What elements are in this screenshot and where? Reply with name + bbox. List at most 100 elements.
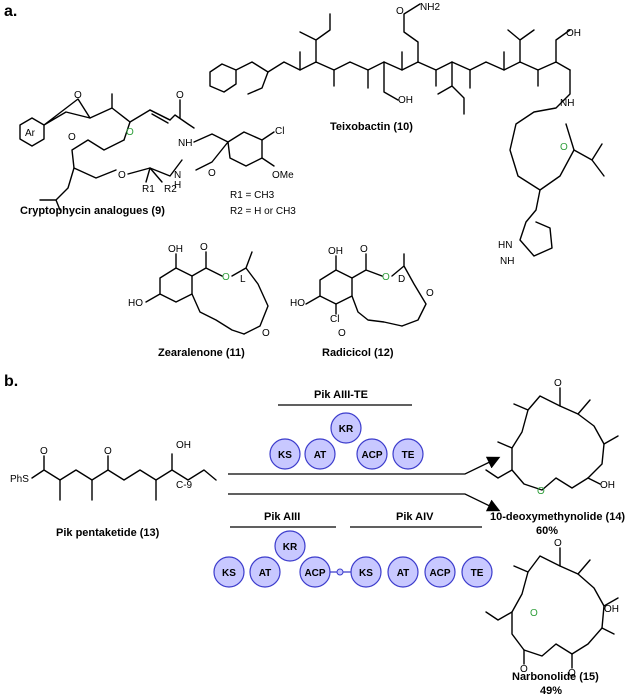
product-14-label: 10-deoxymethynolide (14) (490, 511, 625, 523)
docking-linker (330, 568, 351, 576)
domain-ks-top: KS (269, 438, 301, 470)
atom-ring-ester-o: O (560, 142, 568, 153)
atom-r-oh: OH (328, 246, 343, 257)
svg-text:AT: AT (397, 568, 410, 579)
atom-r-carbonyl-o: O (360, 244, 368, 255)
atom-z-l: L (240, 274, 246, 285)
svg-text:TE: TE (471, 568, 484, 579)
product-15-yield: 49% (540, 685, 562, 697)
domain-acp-bottom-2: ACP (424, 556, 456, 588)
atom-p15-ketone-o: O (554, 538, 562, 549)
atom-r-cl: Cl (330, 314, 339, 325)
zearalenone-label: Zearalenone (11) (158, 347, 245, 359)
panel-b-label: b. (4, 373, 18, 390)
atom-ester-o2: O (118, 170, 126, 181)
atom-ser2-oh: OH (566, 28, 581, 39)
atom-z-ho: HO (128, 298, 143, 309)
domain-at-bottom-2: AT (387, 556, 419, 588)
atom-phs: PhS (10, 474, 29, 485)
domain-kr-bottom: KR (274, 530, 306, 562)
svg-text:KS: KS (359, 568, 373, 579)
domain-te-bottom-2: TE (461, 556, 493, 588)
atom-r-ho: HO (290, 298, 305, 309)
atom-thioester-o: O (40, 446, 48, 457)
atom-z-ketone-o: O (262, 328, 270, 339)
teixobactin-structure: NH2 O OH OH NH O HN NH (209, 2, 605, 267)
atom-n: N (174, 170, 181, 181)
atom-nh2: NH2 (420, 2, 440, 13)
svg-text:ACP: ACP (304, 568, 325, 579)
atom-ser-oh: OH (398, 95, 413, 106)
atom-c9-oh: OH (176, 440, 191, 451)
domain-te-top: TE (392, 438, 424, 470)
radicicol-label: Radicicol (12) (322, 347, 394, 359)
atom-h: H (174, 180, 181, 191)
zearalenone-structure: OH HO O O L O (128, 242, 270, 339)
atom-ring-nh: NH (560, 98, 574, 109)
pentaketide-structure: PhS O O OH C-9 (10, 440, 217, 501)
pentaketide-label: Pik pentaketide (13) (56, 527, 160, 539)
cryptophycin-label: Cryptophycin analogues (9) (20, 205, 165, 217)
radicicol-structure: OH HO Cl O O D O O (290, 244, 434, 339)
svg-text:KS: KS (278, 450, 292, 461)
atom-r-epoxide-o: O (426, 288, 434, 299)
domain-kr-top: KR (330, 412, 362, 444)
atom-z-ester-o: O (222, 272, 230, 283)
atom-nh: NH (178, 138, 192, 149)
svg-text:KR: KR (283, 542, 298, 553)
atom-r2: R2 (164, 184, 177, 195)
domain-ks-bottom-2: KS (350, 556, 382, 588)
product-14-structure: O O OH (485, 378, 619, 497)
atom-p14-oh: OH (600, 480, 615, 491)
r2-definition: R2 = H or CH3 (230, 206, 296, 217)
svg-text:ACP: ACP (429, 568, 450, 579)
atom-gln-o: O (396, 6, 404, 17)
atom-amide-o2: O (208, 168, 216, 179)
atom-amide-o: O (176, 90, 184, 101)
atom-z-carbonyl-o: O (200, 242, 208, 253)
product-15-label: Narbonolide (15) (512, 671, 599, 683)
atom-epoxide-o: O (74, 90, 82, 101)
atom-c9-label: C-9 (176, 480, 193, 491)
pik-aiv-domains: KS AT ACP TE (350, 556, 493, 588)
pik-aiii-te-domains: KR KS AT ACP TE (269, 412, 424, 470)
svg-text:KR: KR (339, 424, 354, 435)
product-14-yield: 60% (536, 525, 558, 537)
domain-at-bottom-1: AT (249, 556, 281, 588)
pik-aiii-label: Pik AIII (264, 511, 300, 523)
atom-ar: Ar (25, 128, 36, 139)
pik-aiv-label: Pik AIV (396, 511, 434, 523)
atom-p14-ketone-o: O (554, 378, 562, 389)
panel-a-label: a. (4, 3, 17, 20)
svg-text:KS: KS (222, 568, 236, 579)
teixobactin-label: Teixobactin (10) (330, 121, 413, 133)
svg-text:TE: TE (402, 450, 415, 461)
atom-guanidine-nh: NH (500, 256, 514, 267)
pik-aiii-te-label: Pik AIII-TE (314, 389, 368, 401)
atom-p15-ketone2-o: O (568, 668, 576, 679)
r1-definition: R1 = CH3 (230, 190, 275, 201)
svg-text:AT: AT (259, 568, 272, 579)
product-15-structure: O O O O OH (485, 538, 619, 679)
atom-r-ester-o: O (382, 272, 390, 283)
atom-ome: OMe (272, 170, 294, 181)
atom-ketone-o: O (104, 446, 112, 457)
svg-text:AT: AT (314, 450, 327, 461)
atom-r1: R1 (142, 184, 155, 195)
atom-cl: Cl (275, 126, 284, 137)
atom-r-ketone-o: O (338, 328, 346, 339)
domain-ks-bottom-1: KS (213, 556, 245, 588)
domain-acp-bottom-1: ACP (299, 556, 331, 588)
atom-r-d: D (398, 274, 405, 285)
atom-z-oh: OH (168, 244, 183, 255)
atom-lactone-o: O (68, 132, 76, 143)
pik-aiii-domains: KR KS AT ACP (213, 530, 331, 588)
domain-acp-top: ACP (356, 438, 388, 470)
cryptophycin-structure: Ar O O O O O R1 R2 NH N H O Cl OMe (19, 90, 294, 211)
atom-hn: HN (498, 240, 512, 251)
domain-at-top: AT (304, 438, 336, 470)
atom-p15-ester-o: O (530, 608, 538, 619)
atom-ester-o: O (126, 127, 134, 138)
atom-p14-ester-o: O (537, 486, 545, 497)
